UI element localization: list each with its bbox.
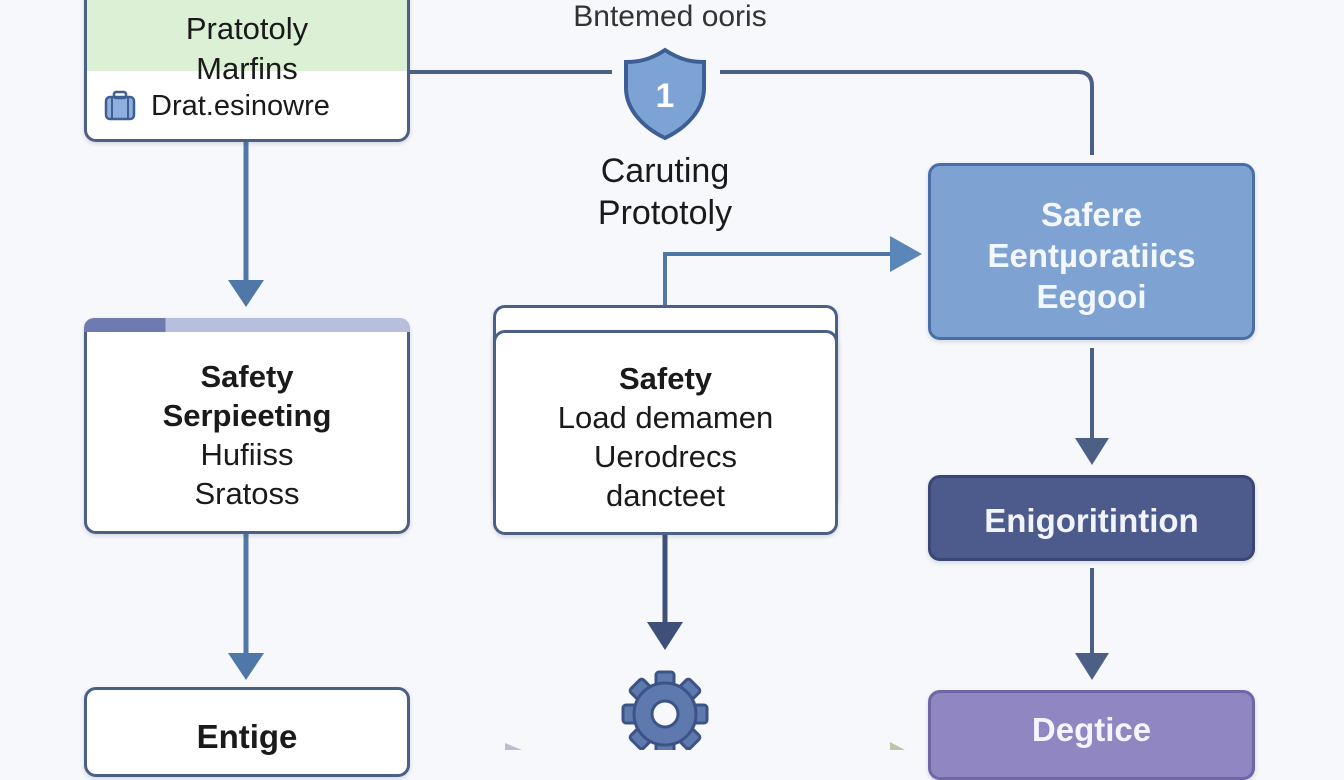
- arrow-center-down-head: [647, 622, 683, 650]
- connector-center-to-right-head: [890, 236, 922, 272]
- node-middle-left: Safety Serpieeting Hufiiss Sratoss: [84, 318, 410, 534]
- node-top-left-line-2: Marfins: [196, 51, 298, 86]
- connector-center-to-right: [663, 252, 892, 305]
- node-bottom-right: Degtice: [928, 690, 1255, 780]
- flow-diagram: 1: [84, 0, 1255, 780]
- node-top-left-line-1: Pratotoly: [185, 11, 309, 46]
- node-middle-left-line-1: Safety: [200, 359, 294, 394]
- node-top-left-header: [87, 0, 407, 71]
- arrow-right-2-head: [1075, 653, 1109, 680]
- node-middle-center-line-4: dancteet: [606, 478, 725, 513]
- node-bottom-right-line-1: Degtice: [1031, 711, 1152, 748]
- node-top-left-row: Drat.esinowre: [103, 89, 330, 123]
- connector-top-right: [720, 70, 1094, 155]
- node-middle-center-line-3: Uerodrecs: [594, 439, 737, 474]
- briefcase-icon: [104, 90, 136, 121]
- arrow-bottom-left-faint: [505, 743, 522, 750]
- gear-icon: [621, 670, 709, 750]
- arrow-left-1-head: [228, 280, 264, 307]
- node-top-left: Pratotoly Marfins Drat.esinowre: [84, 0, 410, 142]
- shield-icon: 1: [624, 47, 706, 141]
- node-middle-left-line-4: Sratoss: [194, 476, 300, 511]
- node-middle-left-line-2: Serpieeting: [162, 398, 332, 433]
- node-bottom-left: Entige: [84, 687, 410, 777]
- node-right-top: Safere Eentµoratiics Eegooi: [928, 163, 1255, 340]
- connector-layer: 1: [228, 47, 1109, 750]
- node-middle-center-line-1: Safety: [618, 361, 713, 396]
- node-middle-left-line-3: Hufiiss: [200, 437, 294, 472]
- shield-badge-number: 1: [656, 77, 675, 115]
- node-middle-center-line-2: Load demamen: [557, 400, 774, 435]
- arrow-left-2-head: [228, 653, 264, 680]
- node-right-middle: Enigoritintion: [928, 475, 1255, 561]
- node-right-top-line-2: Eentµoratiics: [987, 237, 1196, 274]
- center-caption-line-2: Prototoly: [597, 194, 733, 232]
- center-caption-line-1: Caruting: [600, 152, 730, 190]
- node-middle-center: Safety Load demamen Uerodrecs dancteet: [493, 330, 838, 535]
- node-right-top-line-3: Eegooi: [1036, 278, 1147, 315]
- node-bottom-left-line-1: Entige: [196, 718, 298, 755]
- header-caption: Bntemed ooris: [573, 0, 767, 33]
- node-top-left-row-text: Drat.esinowre: [151, 89, 330, 122]
- arrow-right-1-head: [1075, 438, 1109, 465]
- center-caption: Caruting Prototoly: [500, 150, 830, 234]
- node-right-top-line-1: Safere: [1041, 196, 1142, 233]
- arrow-bottom-right-faint: [890, 742, 905, 750]
- node-right-middle-line-1: Enigoritintion: [984, 502, 1199, 539]
